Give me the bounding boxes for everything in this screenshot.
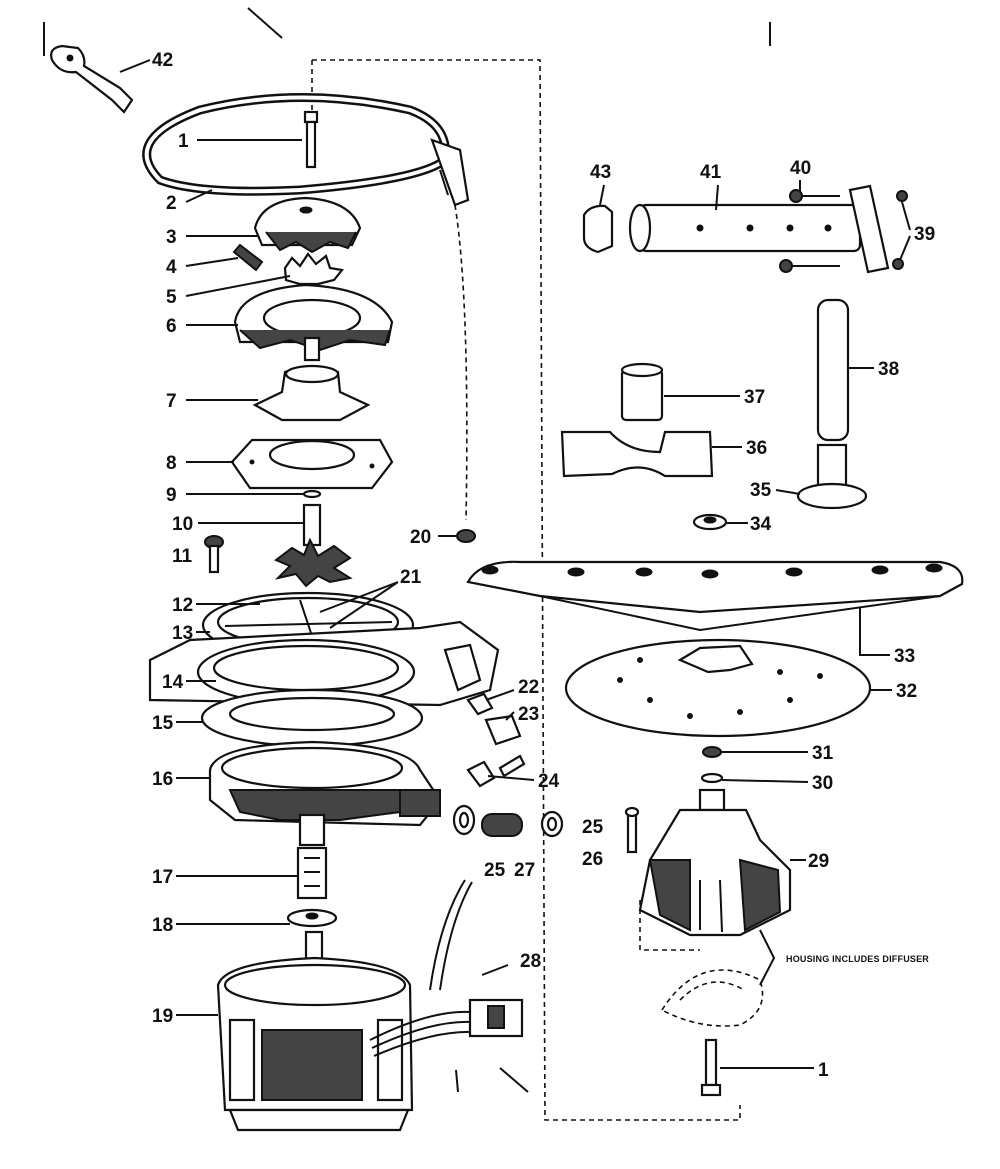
part-diffuser [660,969,764,1027]
part-motor-19 [216,930,524,1132]
callout-4: 4 [166,257,177,278]
part-plate-14 [148,620,500,707]
callout-41: 41 [700,162,722,183]
callout-13: 13 [172,623,193,644]
callout-34: 34 [750,514,772,535]
part-screws-40 [779,189,840,273]
callout-27: 27 [514,860,535,881]
part-clip-22 [466,692,494,716]
scan-marks [43,7,771,1093]
callout-1-bottom: 1 [818,1060,829,1081]
part-washer-30 [700,772,724,784]
callout-38: 38 [878,359,899,380]
callout-25-right: 25 [582,817,604,838]
callout-31: 31 [812,743,834,764]
callout-37: 37 [744,387,765,408]
part-gasket-36 [560,430,714,478]
part-clamp-25-left [452,804,476,836]
part-cap-3 [253,196,362,254]
callout-42: 43 [590,162,611,183]
callout-14: 14 [162,672,184,693]
callout-16: 16 [152,769,173,790]
assembly-guide-lines [311,59,741,1121]
callout-33: 33 [894,646,915,667]
callout-23: 23 [518,704,539,725]
callout-20: 20 [410,527,431,548]
part-pin-4 [232,243,264,272]
part-pump-cover-7 [252,364,371,422]
callout-5: 5 [166,287,177,308]
part-strainer-32 [564,638,872,738]
callout-28: 28 [520,951,541,972]
part-wires-28 [429,879,509,991]
callout-10: 10 [172,514,193,535]
callout-1-top: 1 [178,131,189,152]
part-impeller-10 [274,503,353,588]
callout-17: 17 [152,867,173,888]
callout-labels: 42 1 2 3 4 5 6 7 8 9 10 11 12 13 14 15 1… [152,50,935,1081]
callout-35: 35 [750,480,772,501]
callout-21: 21 [400,567,422,588]
part-nuts-39 [892,190,908,270]
callout-3: 3 [166,227,177,248]
callout-15: 15 [152,713,174,734]
part-spray-arm-33 [466,560,964,632]
part-washer-9 [302,489,322,499]
callout-12: 12 [172,595,193,616]
part-screw-1-top [303,110,319,169]
part-housing-29 [638,788,792,937]
part-bracket-23 [484,714,526,778]
callout-18: 18 [152,915,173,936]
part-plate-8 [230,438,394,490]
part-clamp-24 [466,760,496,788]
part-tube-38 [816,298,850,442]
part-cover-6 [233,283,394,362]
callout-7: 7 [166,391,177,412]
leader-lines [119,59,911,1069]
part-cap-42 [582,204,614,254]
callout-11: 11 [172,546,193,567]
part-clamp-25-right [540,810,564,838]
callout-40: 40 [790,158,811,179]
callout-25-left: 25 [484,860,506,881]
callout-43: 42 [152,50,173,71]
part-screw-1-bottom [700,1038,722,1097]
part-spray-tube-41 [628,184,890,274]
part-nut-34 [692,513,728,531]
callout-26: 26 [582,849,603,870]
callout-9: 9 [166,485,177,506]
callout-2: 2 [166,193,177,214]
part-gasket-15 [200,688,424,748]
part-pump-housing-16 [208,740,442,827]
callout-39: 39 [914,224,935,245]
callout-30: 30 [812,773,833,794]
part-washer-31 [702,746,722,758]
callout-32: 32 [896,681,917,702]
part-gear-5 [283,252,345,286]
callout-6: 6 [166,316,177,337]
housing-note: HOUSING INCLUDES DIFFUSER [786,954,929,964]
callout-19: 19 [152,1006,173,1027]
callout-36: 36 [746,438,767,459]
part-screw-26 [624,806,640,854]
part-lever-43 [50,44,134,114]
part-nut-20 [456,529,476,543]
callout-24: 24 [538,771,560,792]
callout-29: 29 [808,851,829,872]
part-seal-18 [286,908,338,928]
callout-22: 22 [518,677,539,698]
part-hub-35 [796,443,868,510]
part-bushing-37 [620,362,664,422]
callout-8: 8 [166,453,177,474]
part-screw-11 [204,535,224,574]
part-hose-27 [481,813,523,837]
part-sleeve-17 [296,813,328,900]
part-heating-element-2 [142,93,470,207]
